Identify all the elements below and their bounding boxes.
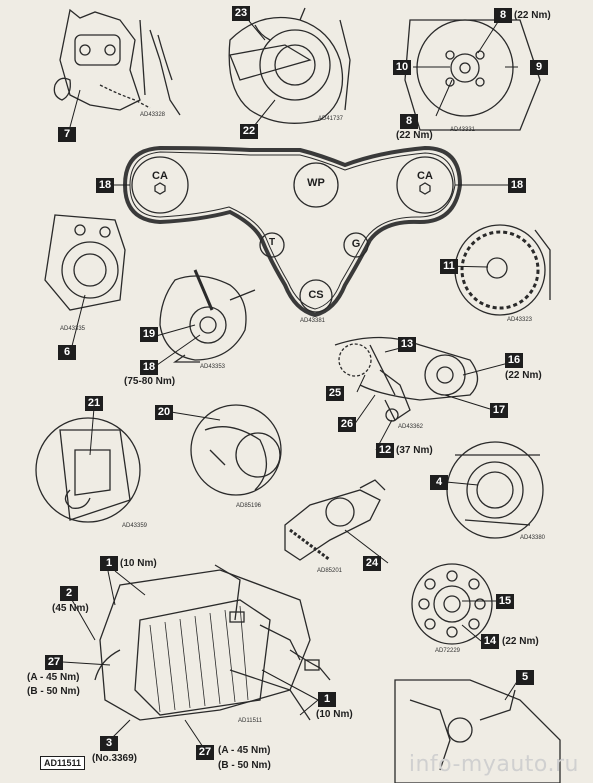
- code-ad43381: AD43381: [300, 318, 326, 324]
- callout-8-bottom: 8: [400, 114, 418, 129]
- callout-1-bottom: 1: [318, 692, 336, 707]
- code-ad43328: AD43328: [140, 112, 166, 118]
- torque-1-bottom: (10 Nm): [316, 709, 353, 720]
- callout-10: 10: [393, 60, 411, 75]
- tensioner-label: T: [268, 237, 276, 248]
- callout-20: 20: [155, 405, 173, 420]
- callout-27-bottom: 27: [196, 745, 214, 760]
- callout-15: 15: [496, 594, 514, 609]
- callout-24: 24: [363, 556, 381, 571]
- callout-23: 23: [232, 6, 250, 21]
- callout-12: 12: [376, 443, 394, 458]
- code-ad43335: AD43335: [60, 326, 86, 332]
- crankshaft-label: CS: [308, 289, 324, 301]
- callout-26: 26: [338, 417, 356, 432]
- callout-27-top: 27: [45, 655, 63, 670]
- torque-27-top-a: (A - 45 Nm): [27, 672, 80, 683]
- callout-16: 16: [505, 353, 523, 368]
- callout-25: 25: [326, 386, 344, 401]
- callout-6: 6: [58, 345, 76, 360]
- callout-18-crank: 18: [140, 360, 158, 375]
- tool-number-3: (No.3369): [92, 753, 138, 764]
- callout-22: 22: [240, 124, 258, 139]
- torque-1-top: (10 Nm): [120, 558, 157, 569]
- code-ad43380: AD43380: [520, 535, 546, 541]
- callout-4: 4: [430, 475, 448, 490]
- callout-5: 5: [516, 670, 534, 685]
- torque-27-top-b: (B - 50 Nm): [27, 686, 80, 697]
- code-ad85196: AD85196: [236, 503, 262, 509]
- torque-27-bottom-b: (B - 50 Nm): [218, 760, 271, 771]
- callout-8-top: 8: [494, 8, 512, 23]
- callout-21: 21: [85, 396, 103, 411]
- cam-pulley-right-label: CA: [417, 170, 433, 182]
- code-ad41737: AD41737: [318, 116, 344, 122]
- callout-2: 2: [60, 586, 78, 601]
- code-ad72229: AD72229: [435, 648, 461, 654]
- callout-7: 7: [58, 127, 76, 142]
- code-ad43323: AD43323: [507, 317, 533, 323]
- torque-18-crank: (75-80 Nm): [124, 376, 176, 387]
- torque-2: (45 Nm): [52, 603, 89, 614]
- code-ad11511: AD11511: [238, 718, 263, 724]
- callout-18-left: 18: [96, 178, 114, 193]
- torque-16: (22 Nm): [505, 370, 542, 381]
- torque-14: (22 Nm): [502, 636, 539, 647]
- figure-id: AD11511: [40, 756, 86, 770]
- code-ad43331: AD43331: [450, 127, 476, 133]
- code-ad85201: AD85201: [317, 568, 343, 574]
- code-ad43359: AD43359: [122, 523, 148, 529]
- torque-27-bottom-a: (A - 45 Nm): [218, 745, 271, 756]
- torque-12: (37 Nm): [396, 445, 433, 456]
- guide-label: G: [351, 238, 361, 250]
- callout-3: 3: [100, 736, 118, 751]
- callout-13: 13: [398, 337, 416, 352]
- water-pump-label: WP: [307, 177, 325, 189]
- torque-8-top: (22 Nm): [514, 10, 551, 21]
- cam-pulley-left-label: CA: [152, 170, 168, 182]
- callout-18-right: 18: [508, 178, 526, 193]
- callout-14: 14: [481, 634, 499, 649]
- callout-1-top: 1: [100, 556, 118, 571]
- callout-19: 19: [140, 327, 158, 342]
- watermark: info-myauto.ru: [408, 752, 579, 777]
- code-ad43362: AD43362: [398, 424, 424, 430]
- callout-11: 11: [440, 259, 458, 274]
- code-ad43353: AD43353: [200, 364, 226, 370]
- callout-17: 17: [490, 403, 508, 418]
- torque-8-bottom: (22 Nm): [396, 130, 433, 141]
- callout-9: 9: [530, 60, 548, 75]
